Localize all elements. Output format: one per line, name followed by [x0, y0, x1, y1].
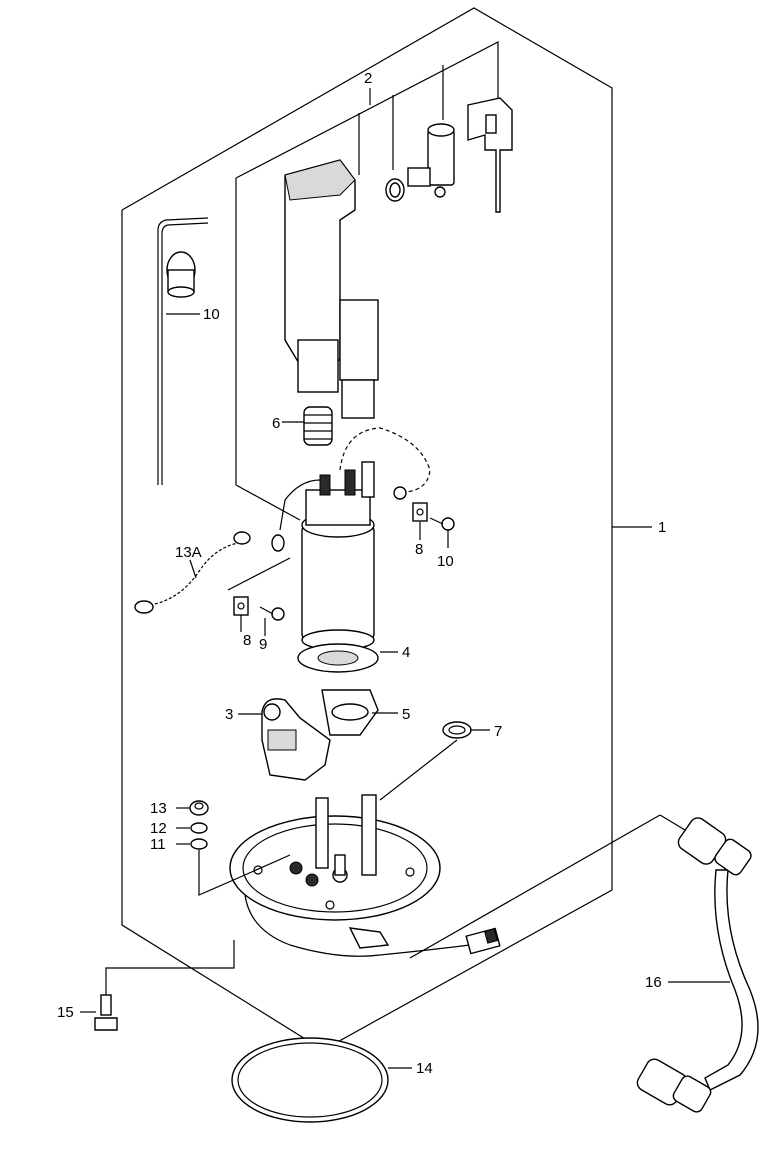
- label-part-6: 6: [272, 415, 280, 432]
- label-part-8-left: 8: [243, 632, 251, 649]
- wire-clip-bracket: [467, 97, 513, 213]
- regulator-o-ring: [385, 178, 405, 202]
- pump-bracket: [261, 698, 331, 781]
- label-part-10-hose: 10: [203, 306, 220, 323]
- label-part-16: 16: [645, 974, 662, 991]
- pressure-regulator: [407, 123, 455, 198]
- strainer: [303, 406, 333, 446]
- label-part-4: 4: [402, 644, 410, 661]
- clamp-plate-right: [412, 502, 428, 522]
- label-part-3: 3: [225, 706, 233, 723]
- lead-connector: [465, 927, 501, 955]
- screw-left: [259, 606, 285, 621]
- callout-labels: 1 2 10 6 8 10 13A 8 9 4 3 5 7 13 12 11 1…: [57, 70, 666, 1077]
- fuel-pump: [271, 427, 431, 651]
- vent-hose: [157, 217, 209, 485]
- pump-base-plate: [229, 794, 471, 957]
- pump-holder: [321, 689, 379, 736]
- screw-right: [429, 517, 455, 531]
- label-part-9: 9: [259, 636, 267, 653]
- gasket: [379, 721, 472, 801]
- clamp-plate-left: [233, 596, 249, 616]
- label-part-15: 15: [57, 1004, 74, 1021]
- bolt: [94, 940, 235, 1031]
- label-part-10-screw: 10: [437, 553, 454, 570]
- label-part-7: 7: [494, 723, 502, 740]
- label-part-11: 11: [150, 836, 166, 853]
- plain-washer: [190, 838, 208, 850]
- ground-lead: [134, 531, 291, 614]
- assembly-outline: [121, 7, 613, 1051]
- tank-o-ring: [231, 1037, 389, 1123]
- spring-washer: [190, 822, 208, 834]
- label-part-1: 1: [658, 519, 666, 536]
- nut: [189, 800, 209, 816]
- fuel-hose: [409, 814, 759, 1113]
- leader-lines: [80, 313, 730, 1069]
- label-part-14: 14: [416, 1060, 433, 1077]
- subassembly-2-outline: [235, 41, 499, 521]
- label-part-12: 12: [150, 820, 167, 837]
- label-part-2: 2: [364, 70, 372, 87]
- label-part-8-right: 8: [415, 541, 423, 558]
- label-part-13: 13: [150, 800, 167, 817]
- label-part-13a: 13A: [175, 544, 202, 561]
- pump-cushion: [297, 643, 379, 673]
- fuel-sender-unit: [284, 159, 379, 419]
- label-part-5: 5: [402, 706, 410, 723]
